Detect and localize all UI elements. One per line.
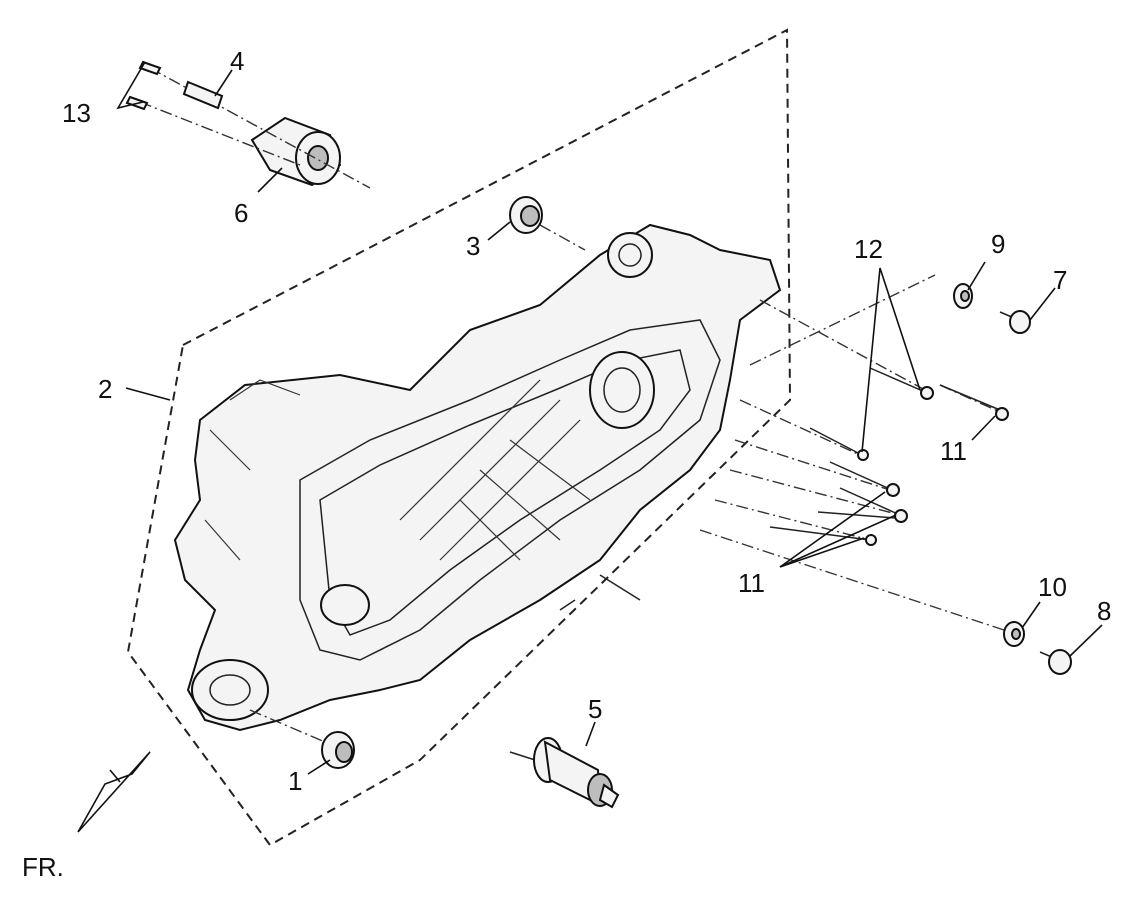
front-direction-arrow [77, 751, 151, 833]
starter-drive-part-5 [509, 737, 620, 809]
bolt-part-7 [999, 310, 1031, 334]
callout-11-upper: 11 [940, 436, 967, 466]
callout-13: 13 [62, 98, 91, 128]
callout-10: 10 [1038, 572, 1067, 602]
bolt-part-8 [1039, 649, 1072, 675]
bolts-part-11-12 [699, 274, 1011, 633]
callout-12: 12 [854, 234, 883, 264]
bushing-part-1 [249, 709, 355, 769]
assembly-boundary-dashed [126, 28, 792, 847]
front-direction-label: FR. [22, 852, 64, 882]
leader-lines [116, 61, 1103, 775]
callout-11-lower: 11 [738, 568, 765, 598]
callout-1: 1 [288, 766, 302, 796]
washer-part-9 [953, 283, 973, 309]
callout-6: 6 [234, 198, 248, 228]
crankcase-left [173, 223, 782, 732]
callout-5: 5 [588, 694, 602, 724]
callout-2: 2 [98, 374, 112, 404]
callout-9: 9 [991, 229, 1005, 259]
bushing-part-3 [509, 196, 586, 251]
callout-4: 4 [230, 46, 244, 76]
callout-7: 7 [1053, 265, 1067, 295]
bracket-part-4 [182, 80, 224, 110]
washer-part-10 [1003, 621, 1025, 647]
starter-motor-part-6 [139, 67, 371, 189]
callout-8: 8 [1097, 596, 1111, 626]
callout-3: 3 [466, 231, 480, 261]
